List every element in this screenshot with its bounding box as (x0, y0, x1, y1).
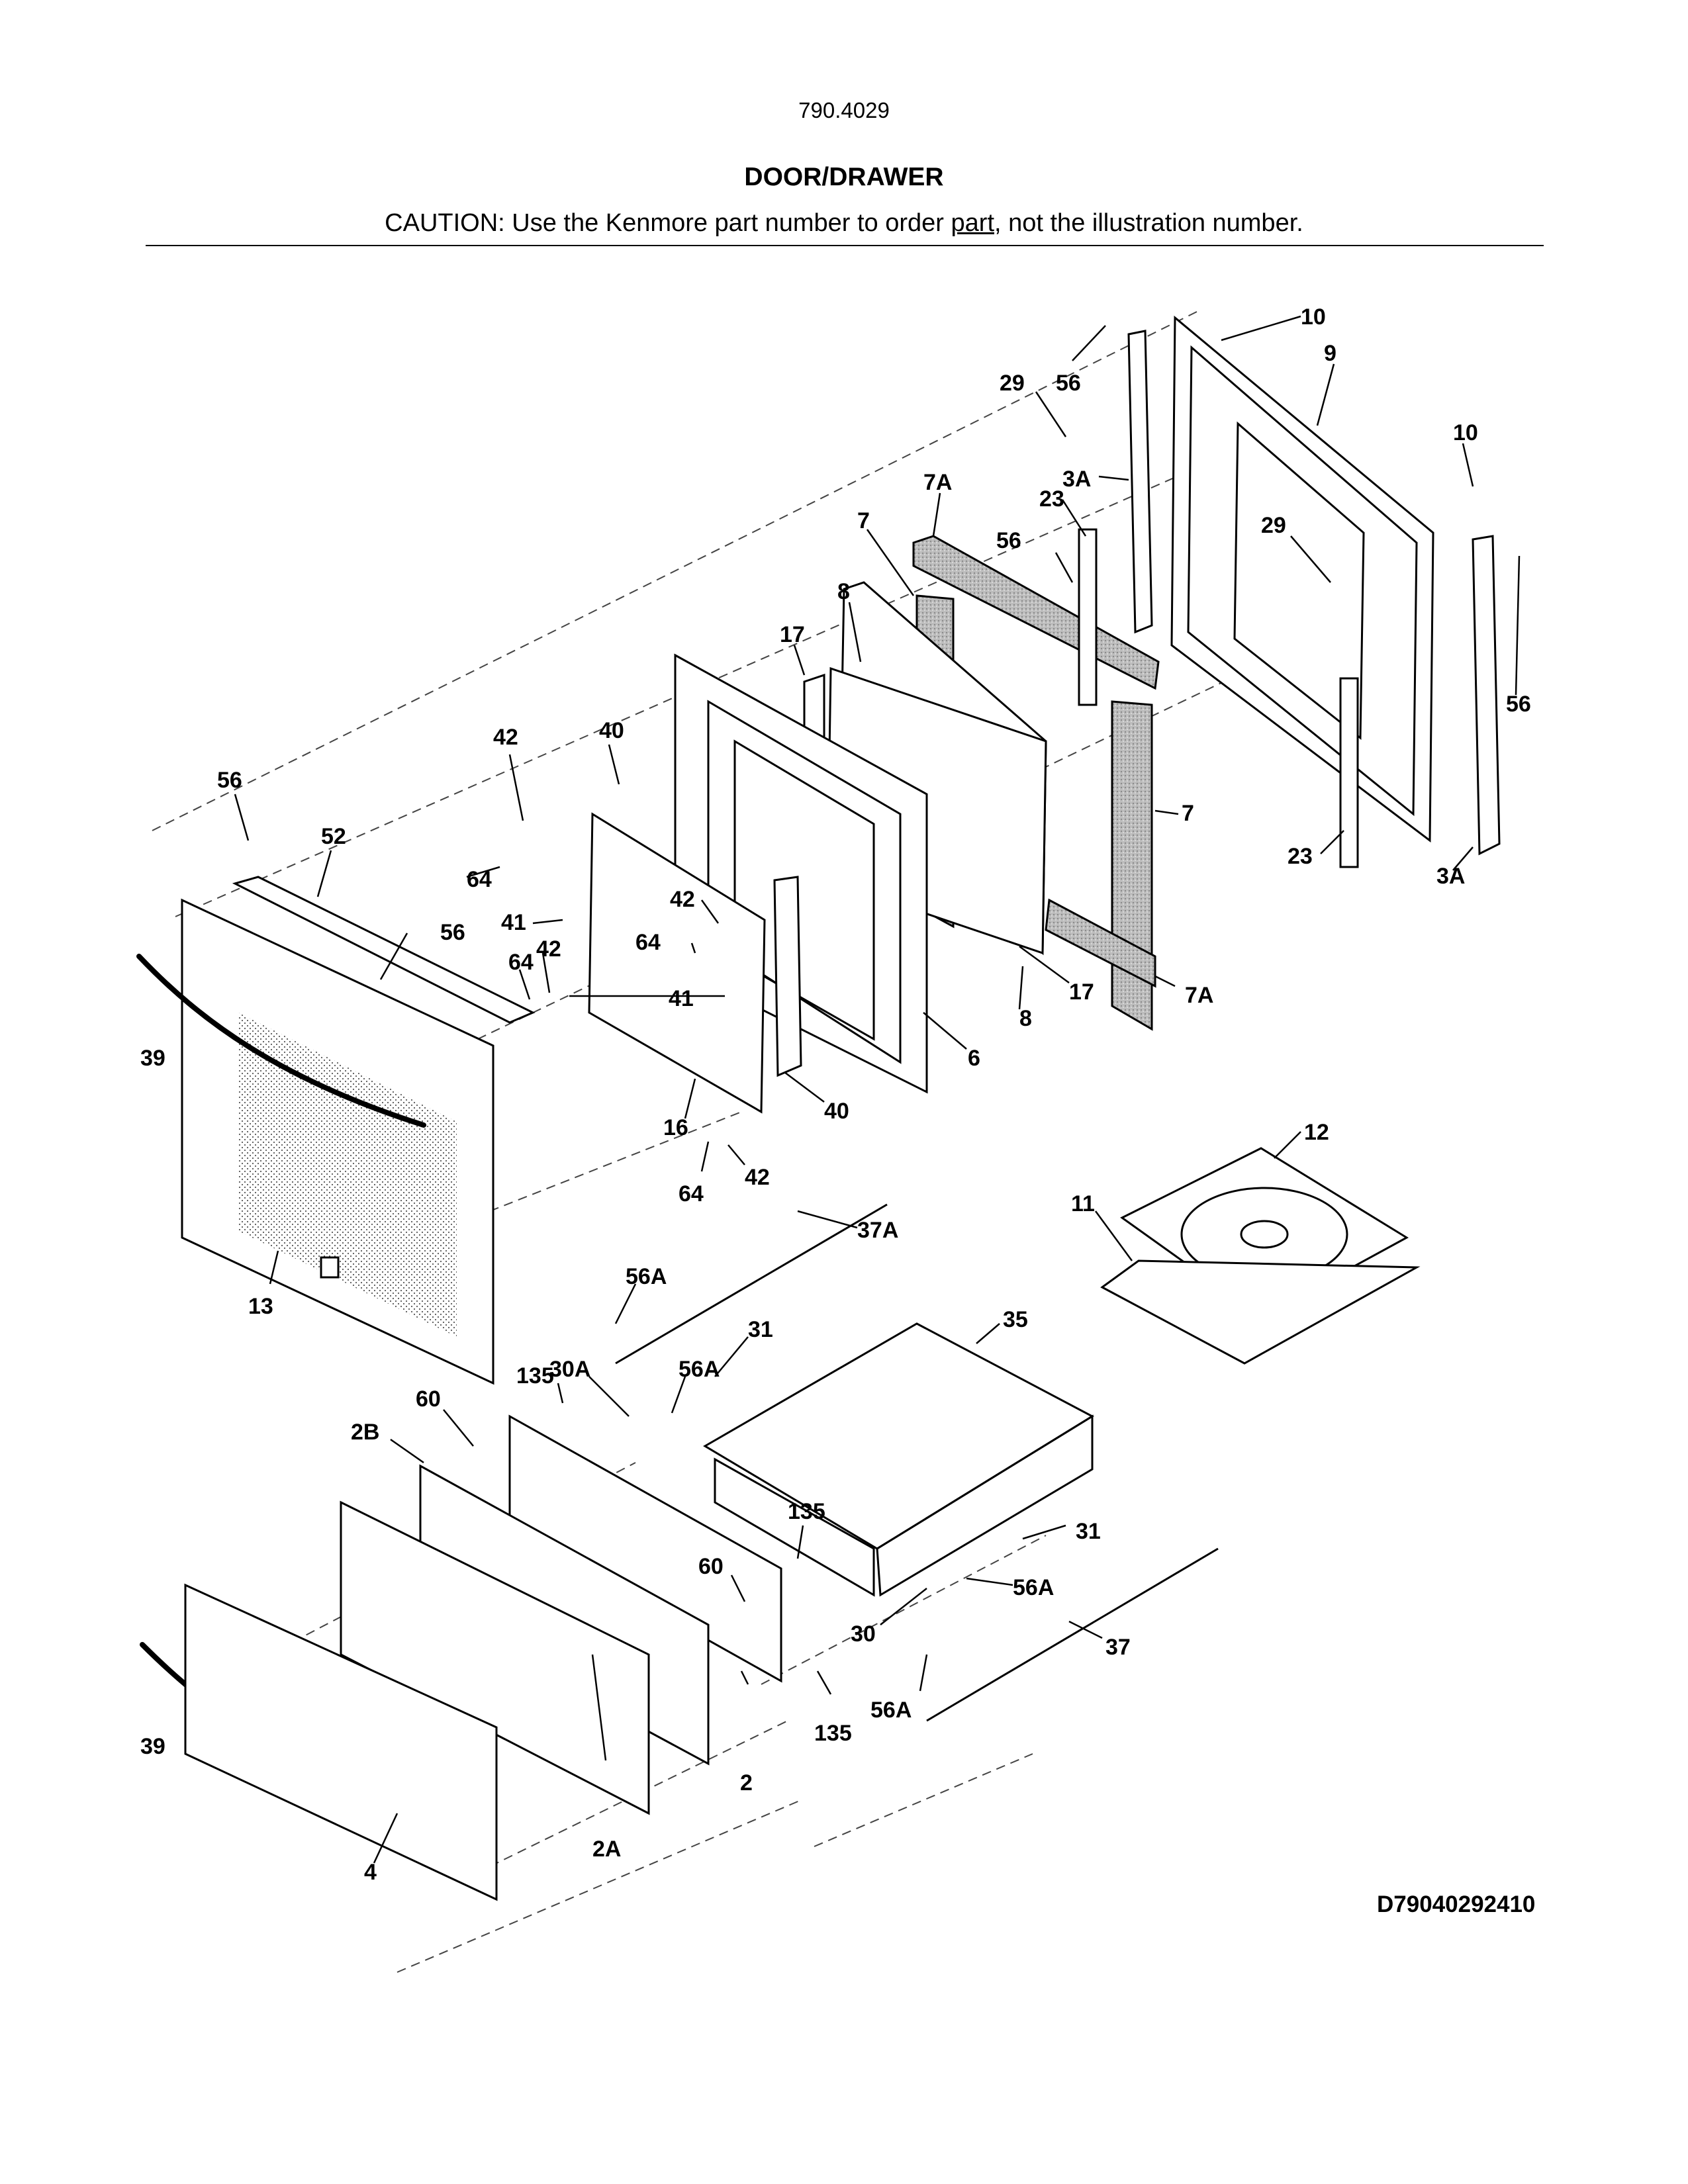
callout-2b: 2B (351, 1420, 379, 1445)
callout-64b: 64 (635, 930, 661, 955)
callout-11: 11 (1071, 1191, 1095, 1216)
inner-panel (588, 812, 802, 1114)
callout-41b: 41 (669, 986, 694, 1011)
callout-42c: 42 (536, 936, 561, 962)
callout-31a: 31 (748, 1317, 773, 1342)
callout-135c: 135 (814, 1721, 852, 1746)
callout-12: 12 (1304, 1120, 1329, 1145)
callout-37a: 37A (857, 1218, 898, 1243)
callout-56e: 56 (440, 920, 465, 945)
callout-56a-4: 56A (870, 1698, 912, 1723)
callout-39b: 39 (140, 1734, 165, 1759)
callout-13: 13 (248, 1294, 273, 1319)
callout-3a-top: 3A (1062, 467, 1091, 492)
callout-23b: 23 (1288, 844, 1313, 869)
callout-7a-top: 7A (923, 470, 952, 495)
callout-2: 2 (740, 1770, 753, 1796)
side-rail (1127, 330, 1501, 856)
callout-42b: 42 (670, 887, 695, 912)
callout-56c: 56 (1506, 692, 1531, 717)
drawer-rail (615, 1203, 1219, 1722)
callout-64a: 64 (467, 867, 492, 892)
callout-labels: 10 56 29 9 10 7A 3A 23 29 7 56 8 17 56 4… (140, 304, 1531, 1885)
callout-31b: 31 (1076, 1519, 1101, 1544)
callout-29b: 29 (1261, 513, 1286, 538)
callout-56a: 56 (1056, 371, 1081, 396)
callout-23a: 23 (1039, 486, 1064, 512)
callout-56b: 56 (996, 528, 1021, 553)
callout-29a: 29 (1000, 371, 1025, 396)
callout-40a: 40 (599, 718, 624, 743)
callout-135b: 135 (788, 1499, 825, 1524)
callout-16: 16 (663, 1115, 688, 1140)
callout-7-top: 7 (857, 508, 870, 533)
callout-6: 6 (968, 1046, 980, 1071)
callout-17-bottom: 17 (1069, 979, 1094, 1005)
callout-35: 35 (1003, 1307, 1028, 1332)
callout-60b: 60 (698, 1554, 724, 1579)
callout-8-top: 8 (837, 579, 850, 604)
vent-trim (232, 876, 536, 1024)
callout-8-bottom: 8 (1019, 1006, 1032, 1031)
outer-door-glass (181, 898, 494, 1385)
callout-7a-bottom: 7A (1185, 983, 1213, 1008)
callout-64c: 64 (508, 950, 534, 975)
callout-41a: 41 (501, 910, 526, 935)
callout-56a-1: 56A (626, 1264, 667, 1289)
caution-suffix: , not the illustration number. (994, 209, 1303, 237)
callout-64d: 64 (679, 1181, 704, 1206)
storage-drawer (703, 1322, 1095, 1597)
callout-30a: 30A (549, 1357, 590, 1382)
callout-60a: 60 (416, 1387, 441, 1412)
caution-underlined: part (951, 209, 994, 237)
callout-42d: 42 (745, 1165, 770, 1190)
callout-56a-2: 56A (679, 1357, 720, 1382)
callout-40b: 40 (824, 1099, 849, 1124)
callout-135a: 135 (516, 1363, 554, 1388)
header-divider (146, 245, 1544, 246)
callout-10b: 10 (1453, 420, 1478, 445)
model-number: 790.4029 (798, 98, 890, 122)
diagram-code: D79040292410 (1377, 1891, 1536, 1917)
drawer-front-panel (184, 1414, 782, 1901)
callout-2a: 2A (592, 1837, 621, 1862)
callout-17-top: 17 (780, 622, 805, 647)
callout-39a: 39 (140, 1046, 165, 1071)
door-hinge (1078, 528, 1359, 868)
callout-30: 30 (851, 1621, 876, 1647)
door-back-panel (1170, 315, 1434, 842)
callout-42a: 42 (493, 725, 518, 750)
callout-10a: 10 (1301, 304, 1326, 330)
oven-rack (1100, 1147, 1421, 1365)
callout-7-right: 7 (1182, 801, 1194, 826)
callout-56d: 56 (217, 768, 242, 793)
callout-3a-bottom: 3A (1436, 864, 1465, 889)
caution-prefix: CAUTION: Use the Kenmore part number to … (385, 209, 951, 237)
callout-37: 37 (1105, 1635, 1131, 1660)
callout-52: 52 (321, 824, 346, 849)
caution-note: CAUTION: Use the Kenmore part number to … (0, 209, 1688, 238)
callout-leaders (234, 315, 1521, 1864)
callout-9: 9 (1324, 341, 1336, 366)
page-title: DOOR/DRAWER (744, 163, 944, 191)
callout-4: 4 (364, 1860, 377, 1885)
callout-56a-3: 56A (1013, 1575, 1054, 1600)
